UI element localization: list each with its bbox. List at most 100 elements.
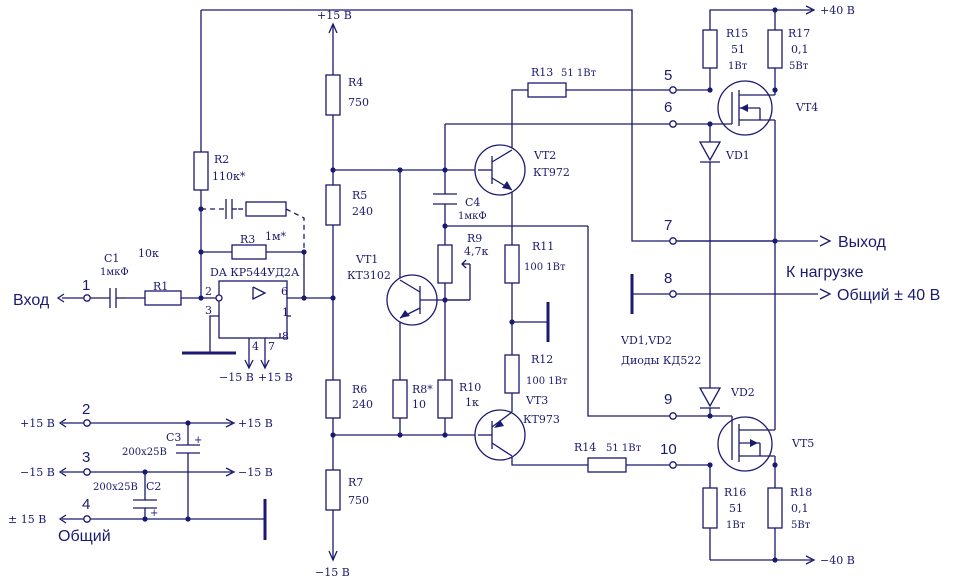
transistor-vt1 bbox=[386, 274, 442, 326]
diodes-note-line2: Диоды КД522 bbox=[621, 354, 701, 367]
psu-plus15-right: +15 В bbox=[238, 417, 273, 430]
resistor-r12 bbox=[504, 354, 520, 394]
transistor-vt4 bbox=[710, 80, 776, 136]
terminal-9: 9 bbox=[664, 391, 672, 408]
resistor-r9 bbox=[437, 244, 453, 284]
r17-value: 0,1 bbox=[791, 43, 809, 56]
r7-ref: R7 bbox=[348, 476, 363, 489]
op-amp-da bbox=[215, 280, 291, 339]
resistor-r16 bbox=[702, 487, 718, 529]
c2-ref: C2 bbox=[146, 480, 161, 493]
diode-vd1 bbox=[698, 141, 722, 163]
r2-value: 110к* bbox=[212, 170, 246, 183]
r15-power: 1Вт bbox=[728, 61, 748, 72]
vt2-ref: VT2 bbox=[533, 149, 556, 162]
resistor-r3 bbox=[231, 244, 267, 260]
r1-ref: R1 bbox=[153, 280, 168, 293]
resistor-r10 bbox=[437, 379, 453, 419]
r14-value: 51 1Вт bbox=[606, 443, 642, 454]
pin-numbers: 2 3 4 6 7 1 8 bbox=[205, 285, 289, 353]
resistor-r6 bbox=[325, 379, 341, 419]
resistor-r14 bbox=[587, 457, 627, 473]
vt1-type: КТ3102 bbox=[347, 269, 391, 282]
resistors bbox=[144, 29, 783, 529]
terminal-6: 6 bbox=[664, 99, 672, 116]
r9-ref: R9 bbox=[467, 232, 482, 245]
component-labels: 10к R1 C1 1мкФ R2 110к* R3 1м* DA КР544У… bbox=[93, 27, 818, 531]
c3-value: 200х25В bbox=[122, 447, 167, 458]
resistor-r15 bbox=[702, 29, 718, 69]
rail-plus40: +40 В bbox=[820, 4, 855, 17]
r13-value: 51 1Вт bbox=[561, 68, 597, 79]
r6-value: 240 bbox=[352, 398, 373, 411]
terminal-7: 7 bbox=[664, 217, 672, 234]
resistor-r11 bbox=[504, 244, 520, 284]
input-label: Вход bbox=[13, 292, 50, 309]
r8-value: 10 bbox=[412, 398, 426, 411]
r7-value: 750 bbox=[348, 494, 369, 507]
vt4-ref: VT4 bbox=[795, 101, 818, 114]
da-ref: DA КР544УД2А bbox=[210, 266, 300, 279]
r18-value: 0,1 bbox=[791, 502, 809, 515]
c4-ref: C4 bbox=[465, 196, 480, 209]
resistor-r8 bbox=[392, 379, 408, 419]
r8-ref: R8* bbox=[412, 383, 433, 396]
r4-ref: R4 bbox=[348, 76, 363, 89]
pin-7: 7 bbox=[268, 340, 275, 353]
r10-value: 1к bbox=[465, 396, 479, 409]
r10-ref: R10 bbox=[459, 381, 481, 394]
c1-ref: C1 bbox=[104, 252, 119, 265]
pin-1: 1 bbox=[282, 306, 289, 319]
terminal-4: 4 bbox=[82, 496, 90, 513]
r16-power: 1Вт bbox=[726, 520, 746, 531]
terminal-5: 5 bbox=[664, 67, 672, 84]
r13-ref: R13 bbox=[531, 66, 553, 79]
r2-ref: R2 bbox=[214, 153, 229, 166]
pin-8: 8 bbox=[282, 330, 289, 343]
resistor-r13 bbox=[527, 82, 567, 98]
resistor-r18 bbox=[767, 487, 783, 529]
c2-value: 200х25В bbox=[93, 482, 138, 493]
vt3-ref: VT3 bbox=[525, 394, 548, 407]
r1-value: 10к bbox=[138, 247, 159, 260]
wires bbox=[56, 5, 832, 565]
resistor-r17 bbox=[767, 29, 783, 69]
capacitor-c3: + bbox=[176, 435, 202, 454]
pin-3: 3 bbox=[205, 304, 212, 317]
common-label: Общий bbox=[58, 528, 111, 545]
signal-labels: Вход Выход К нагрузке Общий ± 40 В Общий… bbox=[13, 234, 940, 545]
r6-ref: R6 bbox=[352, 383, 367, 396]
r14-ref: R14 bbox=[574, 441, 596, 454]
pin-4: 4 bbox=[252, 340, 259, 353]
diodes-note-line1: VD1,VD2 bbox=[620, 334, 672, 347]
capacitor-optional bbox=[225, 199, 238, 219]
pin-6: 6 bbox=[281, 285, 288, 298]
junctions bbox=[142, 7, 778, 563]
rail-minus15-pin4: −15 В bbox=[219, 371, 254, 384]
r12-value: 100 1Вт bbox=[526, 376, 568, 387]
r11-ref: R11 bbox=[532, 240, 554, 253]
common-pm40-label: Общий ± 40 В bbox=[837, 287, 940, 304]
r15-value: 51 bbox=[731, 43, 745, 56]
resistor-r3-optional bbox=[245, 201, 287, 217]
r18-power: 5Вт bbox=[791, 520, 811, 531]
terminal-10: 10 bbox=[660, 441, 677, 458]
terminal-1: 1 bbox=[82, 277, 90, 294]
r11-value: 100 1Вт bbox=[524, 262, 566, 273]
r4-value: 750 bbox=[348, 96, 369, 109]
r18-ref: R18 bbox=[790, 486, 812, 499]
svg-text:+: + bbox=[194, 435, 202, 446]
rail-minus40: −40 В bbox=[820, 554, 855, 567]
rail-plus15-top: +15 В bbox=[317, 9, 352, 22]
r12-ref: R12 bbox=[531, 353, 553, 366]
diode-vd2 bbox=[698, 387, 722, 409]
r9-value: 4,7к bbox=[464, 245, 488, 258]
vt1-ref: VT1 bbox=[355, 253, 378, 266]
rail-plus15-pin7: +15 В bbox=[258, 371, 293, 384]
svg-text:+: + bbox=[150, 508, 158, 519]
terminal-2: 2 bbox=[82, 401, 90, 418]
resistor-r2 bbox=[193, 151, 209, 191]
psu-minus15-left: −15 В bbox=[20, 466, 55, 479]
r3-ref: R3 bbox=[240, 233, 255, 246]
